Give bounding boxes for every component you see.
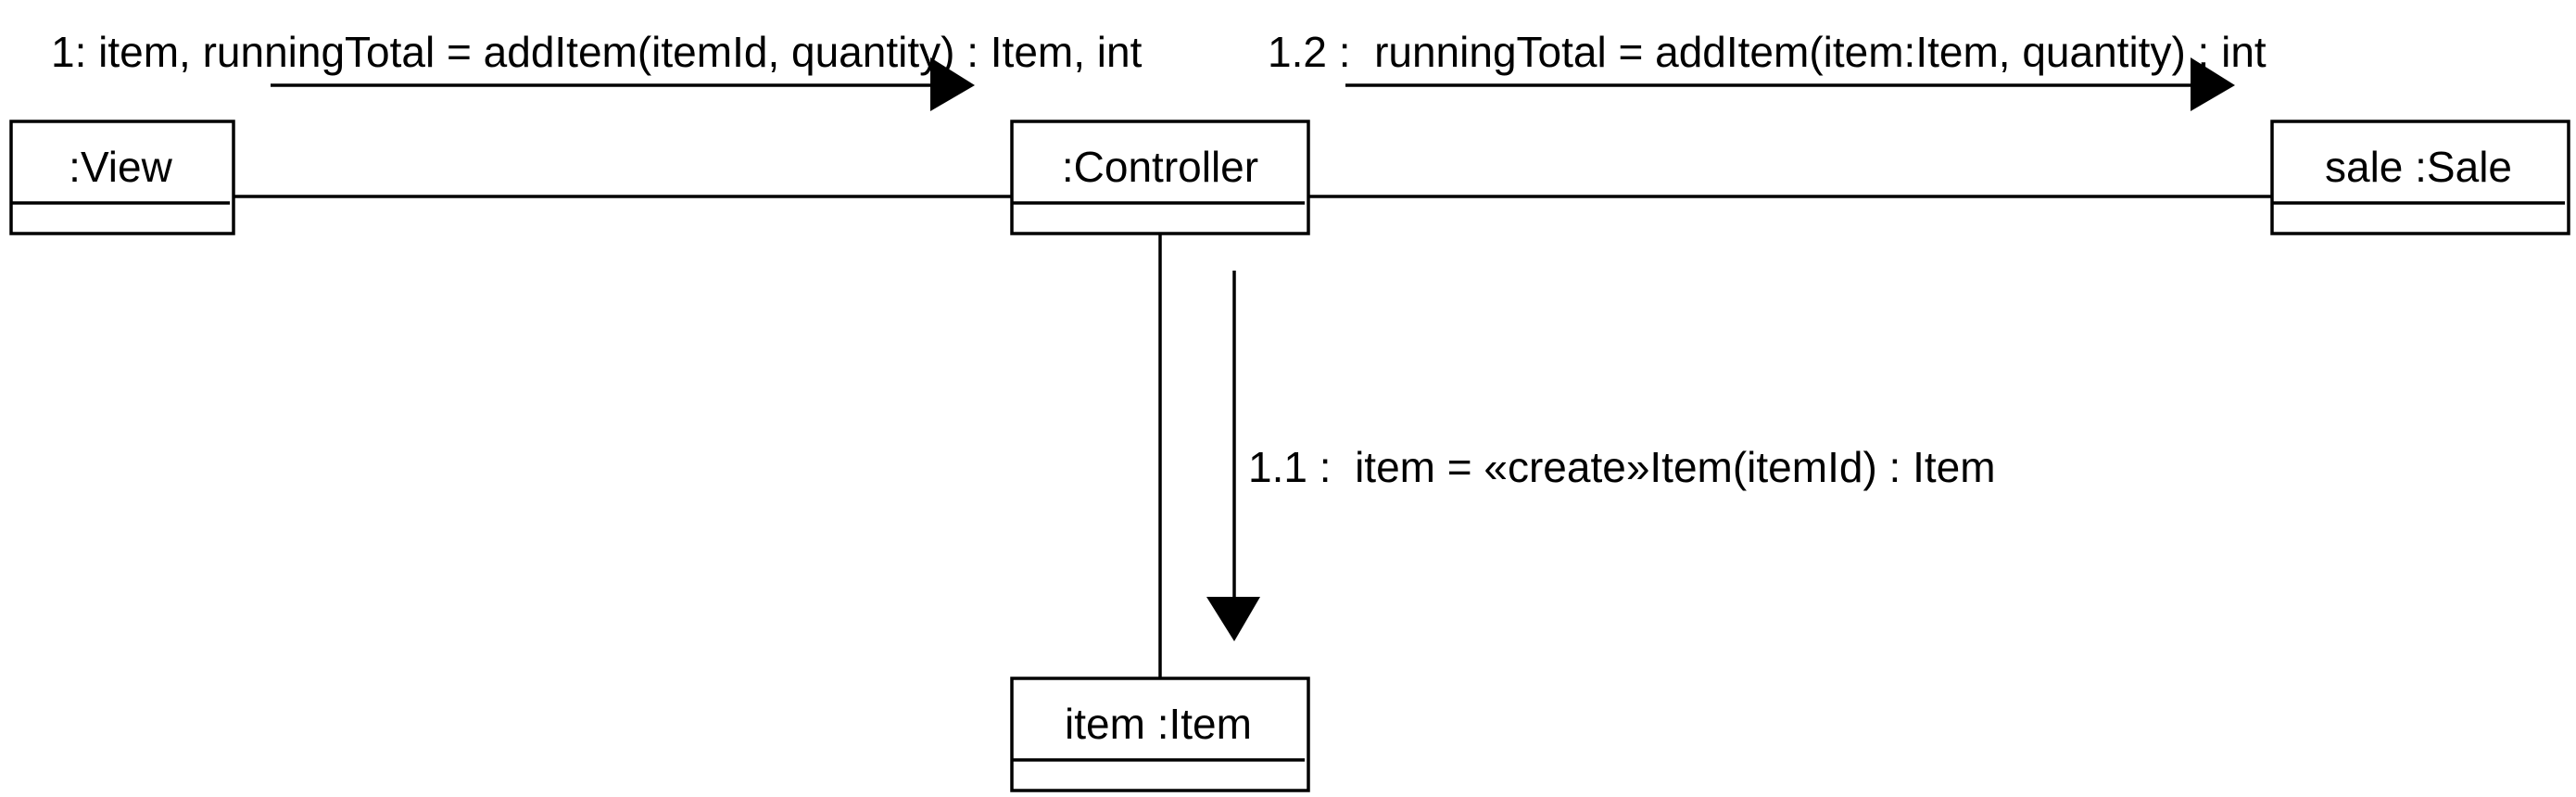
message-1-1: 1.1 : item = «create»Item(itemId) : Item	[1206, 271, 1996, 641]
message-1-2-arrowhead	[2191, 57, 2235, 111]
message-1-arrowhead	[930, 57, 975, 111]
object-view[interactable]: :View	[9, 120, 235, 235]
object-item[interactable]: item :Item	[1010, 677, 1310, 792]
message-1-label: 1: item, runningTotal = addItem(itemId, …	[51, 28, 1143, 76]
object-controller-label: :Controller	[1062, 143, 1258, 191]
object-controller[interactable]: :Controller	[1010, 120, 1310, 235]
message-1-1-label: 1.1 : item = «create»Item(itemId) : Item	[1248, 443, 1996, 491]
message-1-2: 1.2 : runningTotal = addItem(item:Item, …	[1268, 28, 2267, 111]
message-1-2-label: 1.2 : runningTotal = addItem(item:Item, …	[1268, 28, 2267, 76]
object-view-label: :View	[69, 143, 172, 191]
object-item-label: item :Item	[1065, 700, 1252, 748]
message-1-1-arrowhead	[1206, 597, 1260, 641]
message-1: 1: item, runningTotal = addItem(itemId, …	[51, 28, 1143, 111]
object-sale[interactable]: sale :Sale	[2270, 120, 2570, 235]
object-sale-label: sale :Sale	[2325, 143, 2512, 191]
